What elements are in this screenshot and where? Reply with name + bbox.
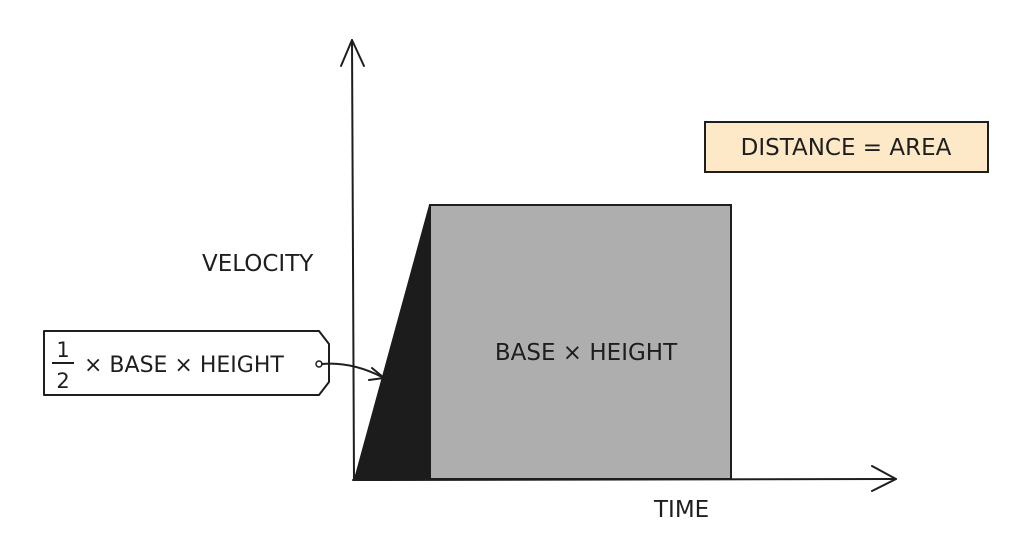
rectangle-area-label: BASE × HEIGHT: [495, 340, 678, 366]
distance-equals-area-box: DISTANCE = AREA: [704, 121, 989, 173]
callout-pointer-arrow: [321, 362, 385, 381]
distance-equals-area-text: DISTANCE = AREA: [741, 135, 952, 161]
fraction-numerator: 1: [56, 338, 69, 362]
x-axis-label: TIME: [653, 497, 709, 523]
x-axis: [352, 465, 897, 492]
triangle-formula-text: × BASE × HEIGHT: [84, 353, 284, 378]
triangle-formula-callout: 1 2 × BASE × HEIGHT: [43, 330, 330, 396]
fraction-denominator: 2: [56, 369, 69, 393]
triangle-area: [354, 204, 431, 480]
y-axis: [340, 39, 365, 481]
rectangle-area: [429, 204, 732, 480]
y-axis-label: VELOCITY: [202, 251, 314, 277]
